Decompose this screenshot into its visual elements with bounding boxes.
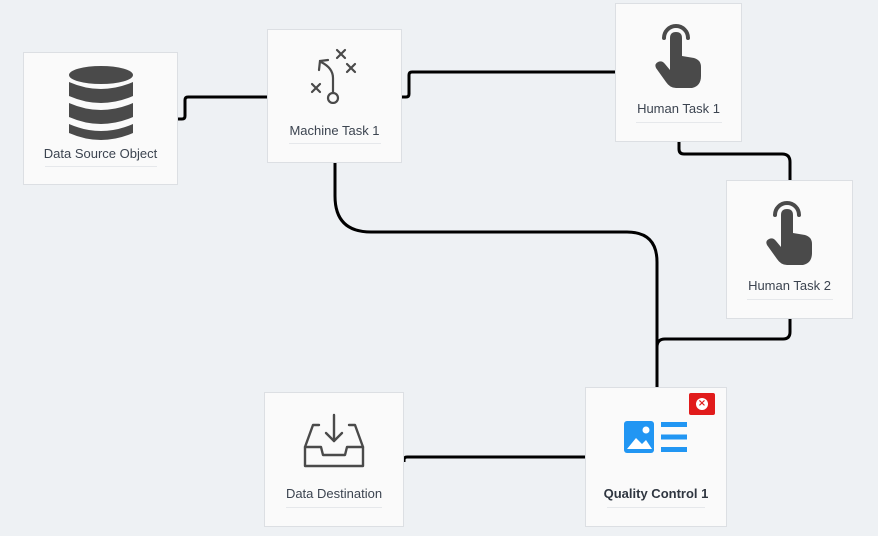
image-list-icon bbox=[624, 421, 687, 453]
node-human-task-2[interactable]: Human Task 2 bbox=[726, 180, 853, 319]
label-underline bbox=[746, 299, 833, 300]
label-underline bbox=[288, 143, 381, 144]
node-label: Quality Control 1 bbox=[603, 486, 709, 501]
close-icon: × bbox=[696, 398, 708, 410]
strategy-play-icon bbox=[310, 48, 356, 104]
node-label: Machine Task 1 bbox=[289, 123, 380, 138]
node-label: Data Source Object bbox=[43, 146, 158, 161]
inbox-download-icon bbox=[303, 413, 365, 468]
edge-humantask2-qualitycontrol[interactable] bbox=[655, 318, 792, 388]
node-human-task-1[interactable]: Human Task 1 bbox=[615, 3, 742, 142]
delete-node-button[interactable]: × bbox=[689, 393, 715, 415]
hand-pointer-icon bbox=[765, 201, 812, 265]
node-label: Data Destination bbox=[285, 486, 383, 501]
node-data-source-object[interactable]: Data Source Object bbox=[23, 52, 178, 185]
edge-datasource-machinetask[interactable] bbox=[178, 95, 268, 121]
node-label: Human Task 2 bbox=[748, 278, 831, 293]
edge-machinetask-qualitycontrol[interactable] bbox=[333, 162, 659, 388]
node-data-destination[interactable]: Data Destination bbox=[264, 392, 404, 527]
label-underline bbox=[44, 166, 157, 167]
edge-machinetask-humantask1[interactable] bbox=[402, 70, 616, 99]
label-underline bbox=[607, 507, 705, 508]
node-quality-control-1[interactable]: Quality Control 1 × bbox=[585, 387, 727, 527]
edge-humantask1-humantask2[interactable] bbox=[677, 141, 792, 180]
node-label: Human Task 1 bbox=[637, 101, 720, 116]
label-underline bbox=[286, 507, 382, 508]
edge-qualitycontrol-datadestination[interactable] bbox=[402, 455, 586, 462]
hand-pointer-icon bbox=[654, 24, 701, 88]
database-icon bbox=[68, 66, 133, 140]
node-machine-task-1[interactable]: Machine Task 1 bbox=[267, 29, 402, 163]
label-underline bbox=[635, 122, 722, 123]
